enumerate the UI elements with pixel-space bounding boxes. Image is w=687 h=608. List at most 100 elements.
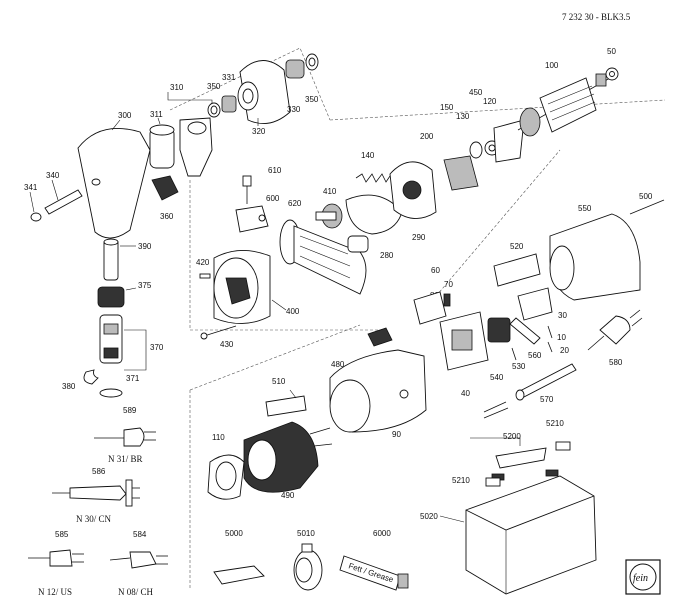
label-560: 560 [528,351,542,360]
label-341: 341 [24,183,38,192]
label-100: 100 [545,61,559,70]
part-150-brush-plate: 150 [440,103,479,191]
part-310-bracket: 310 [167,83,213,177]
label-10: 10 [557,333,566,342]
part-140-spring: 140 [355,151,391,183]
part-200-bearing-plate: 200 [389,132,437,219]
label-589: 589 [123,406,137,415]
label-360: 360 [160,212,174,221]
part-510-brush: 510 [265,377,307,417]
part-610-screw: 610 [242,166,282,204]
part-320-eccentric-housing: 320 [237,60,291,136]
part-340-pin: 340 341 [24,171,83,222]
part-5010-die-ring: 5010 [293,529,323,591]
label-5010: 5010 [297,529,315,538]
label-400: 400 [286,307,300,316]
part-490-field-coil: 490 [243,421,333,500]
part-5020-carry-case: 5020 [420,469,597,595]
label-20: 20 [560,346,569,355]
label-550: 550 [578,204,592,213]
logo-text: fein [633,573,648,584]
part-370-die-assembly: 370 [99,314,164,371]
part-20-screw: 20 [547,341,569,355]
part-6000-grease-tube: Fett / Grease 6000 [339,529,409,591]
label-350-left: 350 [207,82,221,91]
part-5200-handle: 5200 [470,432,547,469]
label-5200: 5200 [503,432,521,441]
label-320: 320 [252,127,266,136]
label-586: 586 [92,467,106,476]
label-530: 530 [512,362,526,371]
part-350-washer: 350 [207,82,221,118]
part-350-washer-right: 350 [305,53,319,104]
label-350-right: 350 [305,95,319,104]
label-5210-left: 5210 [452,476,470,485]
part-375-guide-sleeve: 375 [97,281,152,308]
part-10-screw: 10 [547,325,566,342]
plug-585-n12: 585 N 12/ US [28,530,84,597]
label-420: 420 [196,258,210,267]
label-430: 430 [220,340,234,349]
plug-589-n31: 589 N 31/ BR [94,406,156,464]
label-520: 520 [510,242,524,251]
label-330: 330 [287,105,301,114]
label-5020: 5020 [420,512,438,521]
part-390-shaft: 390 [103,238,152,281]
label-580: 580 [609,358,623,367]
part-400-gear-housing: 400 [213,250,300,324]
part-360-punch: 360 [151,175,179,221]
assembly-guide-lines [169,47,666,590]
part-560-cable-clamp: 560 [509,317,542,360]
part-380-clip: 380 [62,369,99,391]
label-70: 70 [444,280,453,289]
label-140: 140 [361,151,375,160]
label-290: 290 [412,233,426,242]
part-430-screw: 430 [200,325,237,349]
label-390: 390 [138,242,152,251]
part-580-power-cord: 580 [587,309,643,367]
part-5210-latch: 5210 5210 [452,419,571,487]
label-375: 375 [138,281,152,290]
label-410: 410 [323,187,337,196]
label-311: 311 [150,110,163,119]
part-5000-hex-key: 5000 [213,529,265,585]
label-150: 150 [440,103,454,112]
part-30-strain-relief: 30 [517,287,567,321]
label-450: 450 [469,88,483,97]
label-620: 620 [288,199,302,208]
fein-logo: fein [625,559,661,595]
part-520-brush-holder: 520 [493,242,541,287]
label-585: 585 [55,530,69,539]
label-280: 280 [380,251,394,260]
part-switch-module [439,311,489,371]
label-490: 490 [281,491,295,500]
label-584: 584 [133,530,147,539]
label-90: 90 [392,430,401,439]
part-540-capacitor: 540 [487,317,511,382]
part-50-bearing: 50 [605,47,619,81]
label-610: 610 [268,166,282,175]
part-60-switch-parts: 60 70 80 [413,266,453,325]
label-120: 120 [483,97,497,106]
label-5210-top: 5210 [546,419,564,428]
part-290-gasket: 290 [345,194,426,242]
part-300-head-housing: 300 [77,111,151,239]
label-310: 310 [170,83,184,92]
label-480: 480 [331,360,345,369]
label-40: 40 [461,389,470,398]
part-480-switch-button: 480 [331,327,393,369]
label-60: 60 [431,266,440,275]
part-311-die-holder: 311 [149,110,175,169]
label-510: 510 [272,377,286,386]
part-110-ring: 110 [207,433,245,500]
plug-586-n30: 586 N 30/ CN [52,467,140,524]
label-5000: 5000 [225,529,243,538]
label-371: 371 [126,374,140,383]
label-540: 540 [490,373,504,382]
part-550-motor-housing-cover: 550 [549,204,641,301]
part-330-bearing: 330 [285,59,305,114]
part-90-motor-housing: 90 [329,349,427,439]
plug-label-n12: N 12/ US [38,587,72,597]
label-200: 200 [420,132,434,141]
